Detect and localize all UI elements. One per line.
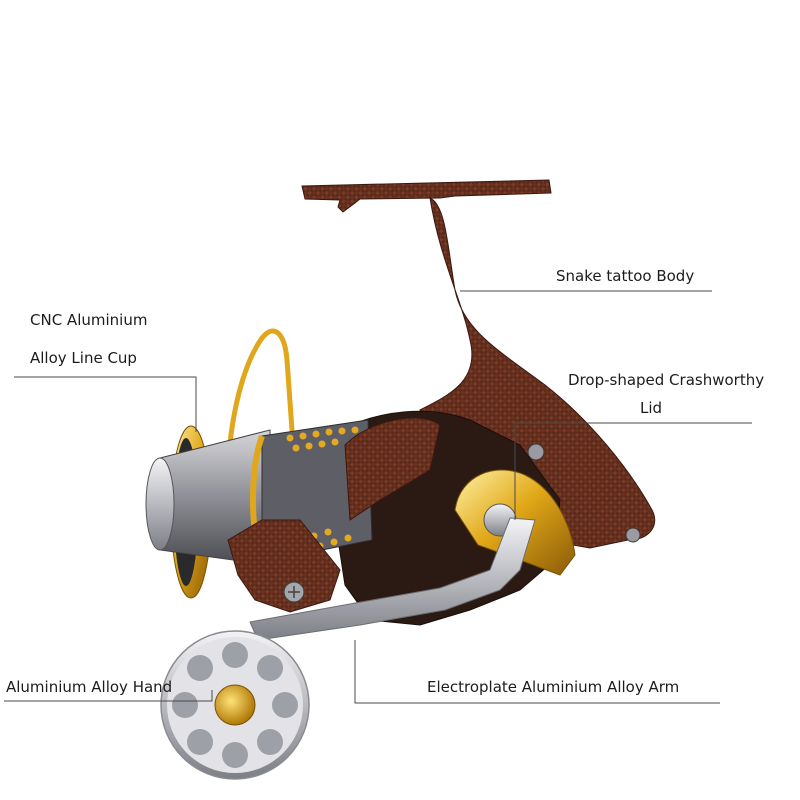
callout-lines bbox=[4, 290, 752, 704]
rotor-arm bbox=[227, 417, 441, 613]
reel-foot bbox=[301, 179, 552, 213]
callout-line-hand bbox=[4, 690, 213, 702]
callout-handle-label: Aluminium Alloy Hand bbox=[6, 678, 173, 696]
callout-line-cup-label-line2: Alloy Line Cup bbox=[30, 349, 137, 367]
callout-lid-label-line1: Drop-shaped Crashworthy bbox=[568, 371, 765, 389]
callout-body-label: Snake tattoo Body bbox=[556, 267, 695, 285]
callout-line-arm bbox=[354, 640, 720, 704]
handle-knob bbox=[160, 630, 310, 780]
callout-line-cup-label-line1: CNC Aluminium bbox=[30, 311, 148, 329]
callout-lid-label-line2: Lid bbox=[640, 399, 663, 417]
handle-arm bbox=[249, 517, 536, 641]
callout-arm-label: Electroplate Aluminium Alloy Arm bbox=[427, 678, 680, 696]
callout-line-line-cup bbox=[14, 376, 197, 432]
